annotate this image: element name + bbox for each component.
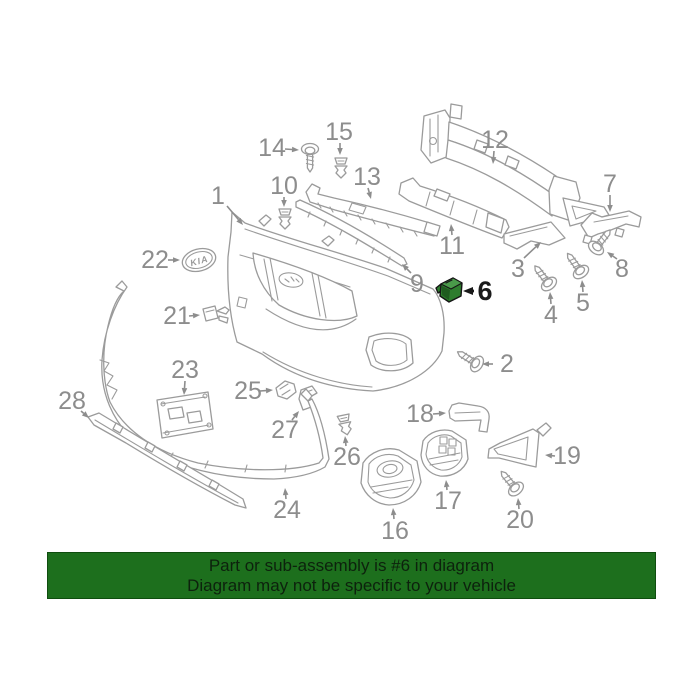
part-label-12: 12 [481, 126, 509, 154]
part-leader-arrowhead-13 [366, 191, 372, 199]
part-label-4: 4 [544, 301, 558, 329]
part-15-clip-icon [334, 157, 348, 179]
part-16-fog-bezel-shape [360, 448, 422, 506]
part-leader-arrowhead-15 [337, 148, 343, 155]
part-leader-arrowhead-10 [281, 200, 287, 207]
part-leader-arrowhead-9 [402, 264, 409, 271]
part-12-impact-bar-shape [420, 103, 610, 227]
part-26-clip-icon [336, 413, 354, 437]
part-leader-arrowhead-1 [236, 217, 243, 225]
part-label-3: 3 [511, 255, 525, 283]
part-17-fog-bezel-shape [420, 429, 469, 477]
part-leader-arrowhead-18 [438, 410, 446, 417]
part-label-11: 11 [439, 232, 465, 260]
part-leader-14 [284, 148, 293, 151]
part-leader-arrowhead-24 [282, 488, 289, 496]
part-label-2: 2 [500, 350, 514, 378]
part-leader-arrowhead-8 [607, 252, 615, 259]
part-label-24: 24 [273, 496, 301, 524]
part-18-bracket-shape [448, 402, 490, 433]
part-label-9: 9 [410, 270, 424, 298]
part-label-16: 16 [381, 517, 409, 545]
part-label-23: 23 [171, 356, 199, 384]
part-label-26: 26 [333, 443, 361, 471]
part-10-clip-icon [278, 208, 292, 230]
part-leader-23 [183, 380, 186, 389]
part-leader-arrowhead-11 [448, 224, 455, 232]
part-leader-arrowhead-12 [490, 156, 497, 164]
part-leader-arrowhead-17 [443, 480, 450, 488]
part-leader-arrowhead-28 [81, 411, 89, 418]
part-leader-arrowhead-6 [463, 287, 473, 295]
part-leader-1 [226, 205, 240, 221]
part-leader-arrowhead-27 [292, 411, 299, 419]
part-label-13: 13 [353, 163, 381, 191]
part-label-1: 1 [211, 182, 225, 210]
part-leader-9 [406, 268, 412, 274]
part-leader-arrowhead-2 [482, 361, 489, 367]
artwork-layer: KIA [87, 103, 642, 509]
part-label-14: 14 [258, 134, 286, 162]
part-leader-arrowhead-26 [342, 436, 349, 444]
part-25-clip-shape [275, 380, 297, 400]
part-leader-28 [80, 410, 85, 414]
part-label-10: 10 [270, 172, 298, 200]
part-leader-arrowhead-5 [579, 280, 586, 288]
part-23-license-bracket-shape [156, 391, 214, 439]
part-leader-27 [291, 416, 296, 421]
part-13-grille-upper-cover-shape [305, 183, 441, 237]
part-label-25: 25 [234, 377, 262, 405]
part-leader-arrowhead-3 [533, 242, 541, 249]
part-label-5: 5 [576, 289, 590, 317]
banner-line-2: Diagram may not be specific to your vehi… [187, 575, 516, 595]
part-label-7: 7 [603, 170, 617, 198]
part-leader-8 [612, 255, 618, 260]
part-leader-13 [367, 187, 370, 193]
part-leader-arrowhead-4 [547, 292, 554, 300]
part-label-19: 19 [553, 442, 581, 470]
part-21-clip-shape [202, 305, 230, 324]
part-label-15: 15 [325, 118, 353, 146]
part-label-27: 27 [271, 416, 299, 444]
part-leader-arrowhead-7 [607, 205, 613, 212]
part-28-air-guard-strip-shape [87, 412, 247, 509]
part-1-bumper-cover-shape [227, 211, 445, 392]
part-leader-arrowhead-22 [173, 257, 180, 263]
part-leader-arrowhead-23 [181, 387, 188, 395]
highlight-banner: Part or sub-assembly is #6 in diagram Di… [47, 552, 656, 599]
part-label-8: 8 [615, 255, 629, 283]
part-leader-3 [523, 246, 537, 259]
part-label-28: 28 [58, 387, 86, 415]
part-label-17: 17 [434, 487, 462, 515]
part-22-kia-badge: KIA [181, 247, 217, 273]
part-label-20: 20 [506, 506, 534, 534]
part-14-screw-icon [300, 142, 320, 173]
part-leader-arrowhead-21 [192, 312, 200, 319]
part-2-screw-icon [452, 343, 487, 375]
part-19-corner-trim-shape [487, 422, 552, 468]
part-9-trim-strip-shape [295, 199, 408, 267]
kia-badge-text: KIA [189, 254, 209, 268]
part-leader-arrowhead-19 [545, 452, 553, 459]
part-leader-arrowhead-25 [265, 387, 273, 394]
part-leader-arrowhead-20 [515, 498, 522, 506]
part-4-screw-icon [527, 259, 560, 295]
part-label-6: 6 [477, 276, 492, 306]
part-7-side-bracket-shape [580, 210, 642, 245]
banner-line-1: Part or sub-assembly is #6 in diagram [208, 555, 495, 575]
part-leader-arrowhead-16 [390, 508, 397, 516]
part-label-22: 22 [141, 246, 169, 274]
part-label-21: 21 [163, 302, 191, 330]
part-20-screw-icon [494, 465, 527, 500]
part-leader-arrowhead-14 [291, 146, 299, 153]
part-5-screw-icon [559, 247, 592, 283]
part-label-18: 18 [406, 400, 434, 428]
part-11-energy-absorber-shape [398, 177, 510, 239]
part-6-highlighted-clip [435, 277, 463, 303]
